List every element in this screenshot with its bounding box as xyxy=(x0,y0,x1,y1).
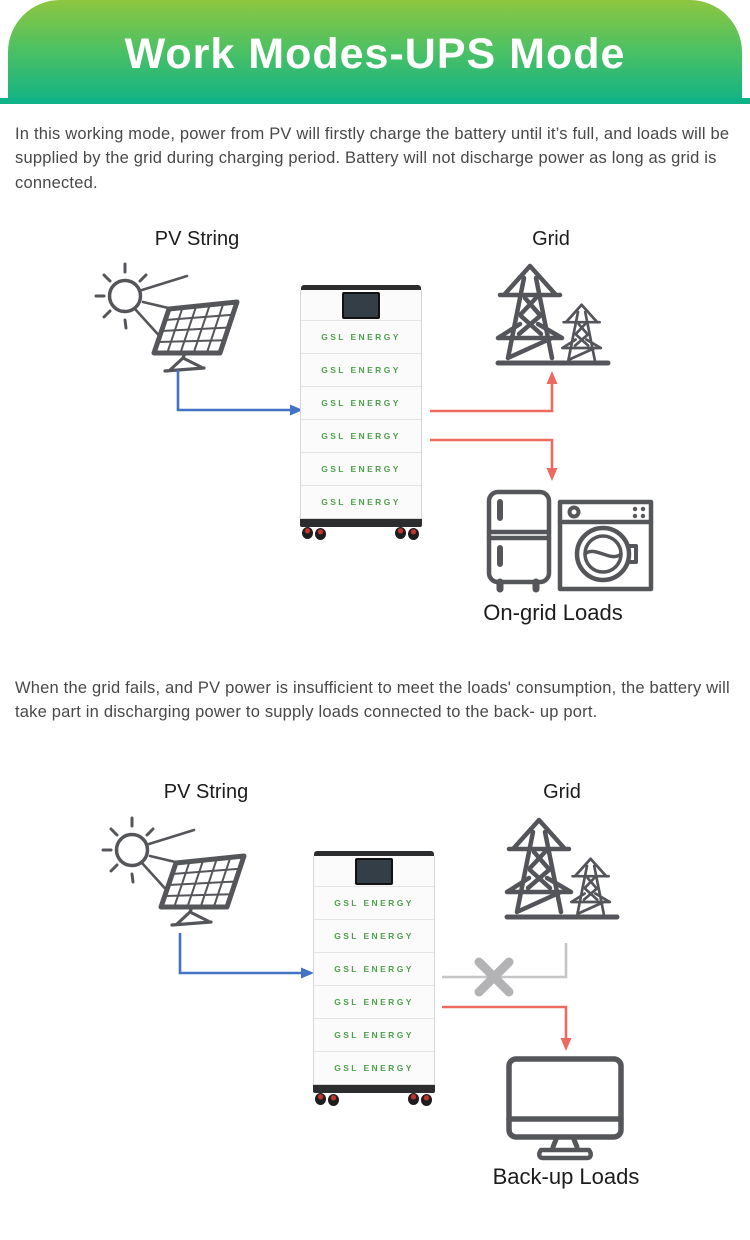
washing-machine-icon xyxy=(557,499,654,592)
banner-gradient-tab xyxy=(8,0,742,104)
ups-paragraph: When the grid fails, and PV power is ins… xyxy=(15,679,730,722)
header-banner: Work Modes-UPS Mode xyxy=(0,0,750,104)
small-pylon xyxy=(561,303,603,362)
washer-buttons xyxy=(632,506,646,519)
pv-string-icon-1 xyxy=(94,262,240,373)
diagram1-grid-label: Grid xyxy=(532,228,570,250)
grid-disconnected-line xyxy=(442,943,568,979)
banner-bottom-strip xyxy=(0,98,750,104)
brand-label: GSL ENERGY xyxy=(321,497,401,507)
diagram2-grid-label: Grid xyxy=(543,781,581,803)
battery-to-grid-arrow xyxy=(430,371,558,413)
monitor-icon xyxy=(506,1056,624,1161)
battery-module: GSL ENERGY xyxy=(301,453,421,486)
panel-stand xyxy=(170,905,213,927)
diagram2-pv-label: PV String xyxy=(163,781,249,803)
solar-panel-icon xyxy=(151,299,240,373)
panel-stand xyxy=(163,351,206,373)
battery-screen xyxy=(342,291,380,319)
intro-paragraph: In this working mode, power from PV will… xyxy=(15,125,730,192)
page-title: Work Modes-UPS Mode xyxy=(124,30,626,78)
caster-wheel xyxy=(408,528,419,540)
battery-screen-module xyxy=(301,290,421,321)
battery-body: GSL ENERGY GSL ENERGY GSL ENERGY GSL ENE… xyxy=(300,290,422,519)
battery-stack-1: GSL ENERGY GSL ENERGY GSL ENERGY GSL ENE… xyxy=(300,285,422,540)
brand-label: GSL ENERGY xyxy=(334,931,414,941)
grid-tower-icon-1 xyxy=(495,263,611,366)
fridge-icon xyxy=(486,489,552,593)
battery-module: GSL ENERGY xyxy=(314,986,434,1019)
battery-module: GSL ENERGY xyxy=(314,953,434,986)
caster-wheel xyxy=(421,1094,432,1106)
battery-module: GSL ENERGY xyxy=(301,354,421,387)
diagram1-loads-label: On-grid Loads xyxy=(483,600,623,625)
caster-wheel xyxy=(408,1093,419,1105)
battery-to-backup-loads-arrow xyxy=(442,1005,572,1051)
brand-label: GSL ENERGY xyxy=(334,898,414,908)
battery-body: GSL ENERGY GSL ENERGY GSL ENERGY GSL ENE… xyxy=(313,856,435,1085)
brand-label: GSL ENERGY xyxy=(321,431,401,441)
brand-label: GSL ENERGY xyxy=(334,964,414,974)
battery-module: GSL ENERGY xyxy=(314,920,434,953)
battery-module: GSL ENERGY xyxy=(314,1019,434,1052)
brand-label: GSL ENERGY xyxy=(334,1063,414,1073)
battery-screen-module xyxy=(314,856,434,887)
brand-label: GSL ENERGY xyxy=(321,398,401,408)
pv-to-battery-arrow-2 xyxy=(178,933,314,979)
pv-string-icon-2 xyxy=(101,816,247,927)
battery-base xyxy=(300,519,422,527)
solar-panel-icon xyxy=(158,853,247,927)
caster-wheel xyxy=(315,528,326,540)
brand-label: GSL ENERGY xyxy=(334,997,414,1007)
brand-label: GSL ENERGY xyxy=(334,1030,414,1040)
grid-tower-icon-2 xyxy=(504,817,620,920)
small-pylon xyxy=(570,857,612,916)
battery-screen xyxy=(355,857,393,885)
battery-base xyxy=(313,1085,435,1093)
battery-module: GSL ENERGY xyxy=(314,887,434,920)
diagram1-pv-label: PV String xyxy=(154,228,240,250)
battery-top-cap xyxy=(314,851,434,856)
diagram2-loads-label: Back-up Loads xyxy=(492,1164,640,1189)
grid-to-loads-arrow xyxy=(430,438,558,481)
brand-label: GSL ENERGY xyxy=(321,464,401,474)
battery-module: GSL ENERGY xyxy=(301,321,421,354)
brand-label: GSL ENERGY xyxy=(321,365,401,375)
sun-icon xyxy=(94,262,189,343)
big-pylon xyxy=(495,263,565,361)
x-mark-icon xyxy=(474,957,514,997)
battery-stack-2: GSL ENERGY GSL ENERGY GSL ENERGY GSL ENE… xyxy=(313,851,435,1106)
pv-to-battery-arrow-1 xyxy=(176,370,303,416)
caster-wheel xyxy=(302,527,313,539)
brand-label: GSL ENERGY xyxy=(321,332,401,342)
battery-module: GSL ENERGY xyxy=(301,387,421,420)
caster-wheel xyxy=(328,1094,339,1106)
caster-wheel xyxy=(315,1093,326,1105)
big-pylon xyxy=(504,817,574,915)
battery-module: GSL ENERGY xyxy=(301,486,421,518)
caster-wheel xyxy=(395,527,406,539)
battery-module: GSL ENERGY xyxy=(301,420,421,453)
battery-top-cap xyxy=(301,285,421,290)
battery-module: GSL ENERGY xyxy=(314,1052,434,1084)
